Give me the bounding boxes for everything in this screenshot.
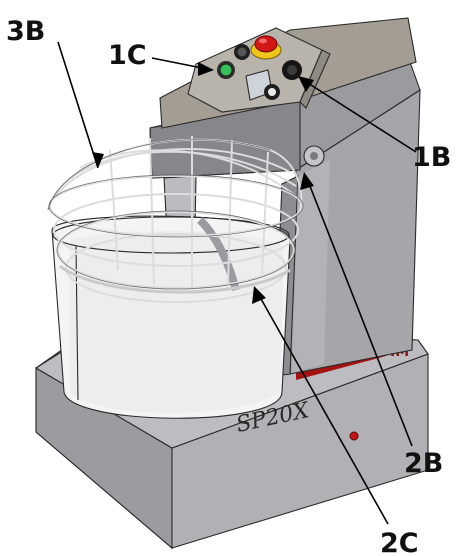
guard-hinge	[303, 145, 325, 167]
mixer-head	[149, 17, 421, 287]
bowl-guard-rim	[59, 264, 291, 294]
callout-labels: 3B 1C 1B 2B 2C	[6, 16, 451, 556]
stop-button[interactable]	[234, 44, 250, 60]
aux-button[interactable]	[264, 84, 280, 100]
callout-leaders	[57, 41, 417, 525]
mixing-bowl	[51, 215, 291, 419]
control-knob[interactable]	[282, 60, 302, 80]
callout-1c: 1C	[108, 40, 147, 71]
start-button[interactable]	[217, 61, 235, 79]
callout-2b: 2B	[404, 448, 443, 479]
bowl-guard-grid-outline	[47, 139, 304, 290]
callout-3b: 3B	[6, 16, 45, 47]
emergency-stop-button[interactable]	[250, 35, 282, 60]
spiral-hook	[197, 217, 240, 292]
callout-2c: 2C	[380, 528, 419, 556]
callout-1b: 1B	[412, 142, 451, 173]
indicator-light	[349, 431, 359, 441]
